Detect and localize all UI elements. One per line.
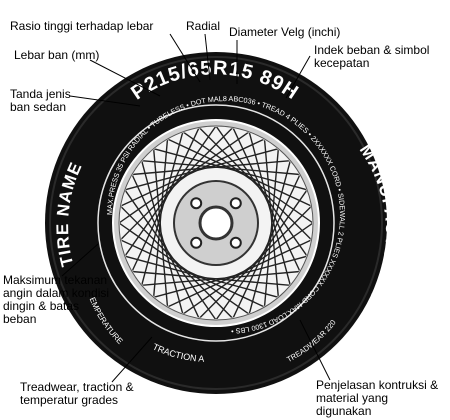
label-load-speed: Indek beban & simbol kecepatan — [314, 43, 430, 70]
spoke — [152, 148, 169, 308]
spoke — [120, 138, 265, 207]
spoke — [152, 138, 169, 298]
label-rim-diameter: Diameter Velg (inchi) — [229, 25, 341, 39]
tire-tread-line — [49, 56, 383, 390]
leader-tire-type — [69, 95, 141, 107]
spoke — [198, 205, 312, 319]
spoke — [120, 131, 250, 224]
label-max-pressure: Maksimum tekanan angin dalam kondisi din… — [3, 273, 110, 326]
spoke — [167, 138, 312, 207]
label-aspect-ratio: Rasio tinggi terhadap lebar — [10, 19, 154, 33]
spoke — [153, 255, 308, 298]
lug-nut — [190, 236, 203, 249]
spoke — [120, 222, 250, 315]
lug-nuts — [190, 197, 242, 249]
spoke — [141, 159, 301, 176]
label-construction: Penjelasan kontruksi & material yang dig… — [316, 378, 439, 418]
spoke — [198, 127, 312, 241]
spoke — [232, 127, 301, 272]
spoke — [215, 127, 308, 257]
lug-nut — [229, 197, 242, 210]
leader-load-speed — [285, 55, 311, 99]
spoke — [131, 174, 200, 319]
spoke — [141, 160, 184, 315]
spoke — [167, 239, 312, 308]
spoke — [263, 148, 280, 308]
leader-aspect-ratio — [169, 33, 201, 83]
leader-lines — [61, 33, 331, 383]
wheel-spokes — [120, 127, 312, 319]
label-tire-type: Tanda jenis ban sedan — [10, 87, 71, 114]
spoke — [124, 127, 217, 257]
leader-max-pressure — [61, 243, 99, 277]
lug-nut — [229, 236, 242, 249]
leader-construction — [299, 319, 331, 381]
spoke — [215, 189, 308, 319]
spoke — [248, 160, 291, 315]
label-treadwear: Treadwear, traction & temperatur grades — [20, 380, 134, 407]
leader-tire-width — [89, 59, 161, 97]
spoke — [248, 131, 291, 286]
spoke — [120, 205, 234, 319]
spoke — [131, 159, 291, 176]
lug-nut — [190, 197, 203, 210]
spoke — [120, 127, 234, 241]
spoke — [263, 138, 280, 298]
spoke — [232, 174, 301, 319]
spoke — [131, 270, 291, 287]
sidewall-ring — [97, 104, 335, 342]
spoke — [131, 127, 200, 272]
spoke — [124, 189, 217, 319]
spoke — [182, 222, 312, 315]
hub-center — [198, 205, 234, 241]
spoke — [124, 148, 279, 191]
spoke — [141, 131, 184, 286]
spoke — [124, 255, 279, 298]
spoke — [120, 239, 265, 308]
label-radial: Radial — [186, 19, 221, 33]
label-tire-width: Lebar ban (mm) — [14, 48, 100, 62]
spoke — [153, 148, 308, 191]
spoke — [182, 131, 312, 224]
leader-treadwear — [111, 336, 153, 383]
spoke — [141, 270, 301, 287]
leader-radial — [204, 33, 211, 81]
